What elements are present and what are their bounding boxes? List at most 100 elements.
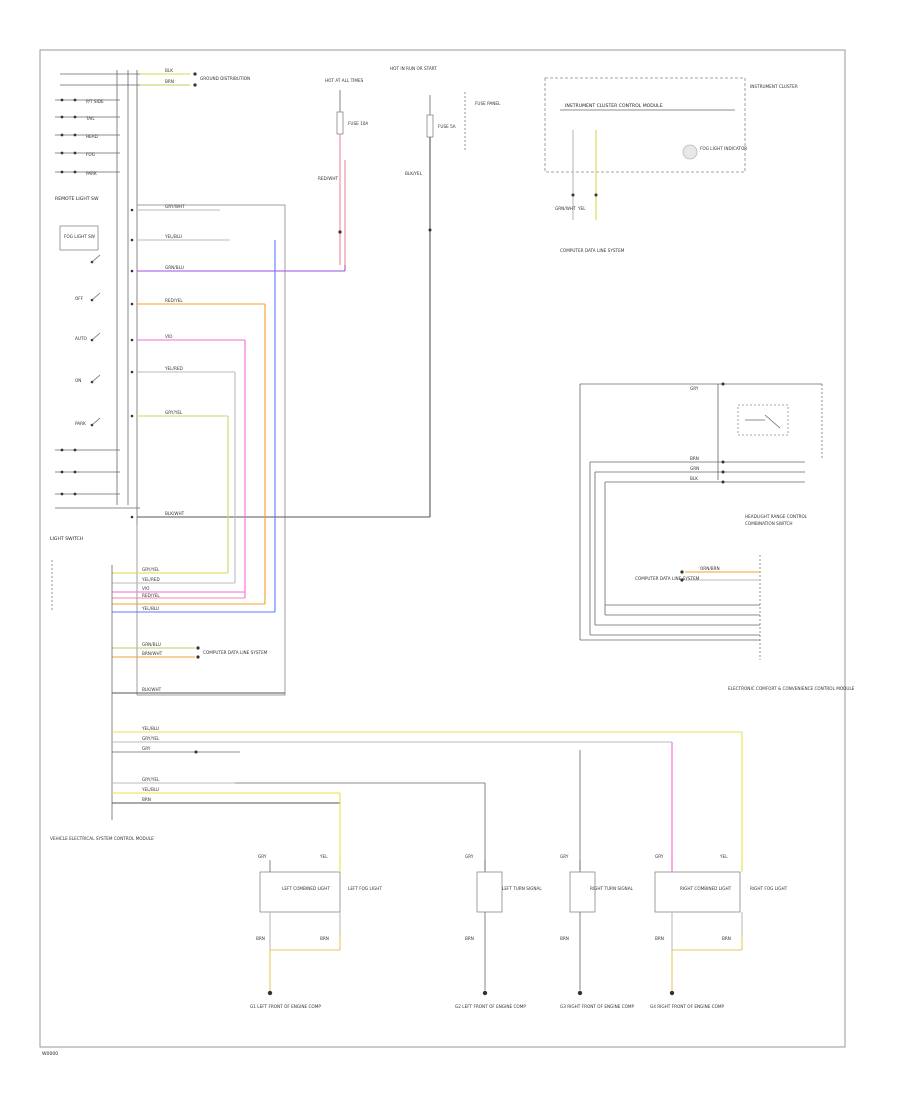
right-wire-2: GRN [690,466,699,471]
ground-icon-2 [482,990,488,996]
top-wire2-label: BRN [165,79,174,84]
lamp5-bot: BRN [655,936,664,941]
fuse1-title: HOT AT ALL TIMES [325,78,364,83]
ground-icon-3 [577,990,583,996]
right-data-wire: ORN/BRN [700,566,720,571]
right-module-title: HEADLIGHT RANGE CONTROL [745,514,808,519]
lower-connector-block: GRY/YEL YEL/RED VIO RED/YEL YEL/BLU GRN/… [111,565,285,820]
left-data-dest: COMPUTER DATA LINE SYSTEM [203,650,268,655]
switch-wire-label-3: GRN/BLU [165,265,184,270]
switch-row-label-6: OFF [75,296,84,301]
switch-row-label-8: ON [75,378,81,383]
fuse2-fuse: FUSE 5A [438,124,456,129]
vertical-colored-runs [227,240,276,612]
bottom-bus: YEL/BLU GRY/YEL GRY GRY/YEL YEL/BLU BRN … [50,726,743,870]
lower-conn-label-8: BLK/WHT [142,687,162,692]
cluster-bar: INSTRUMENT CLUSTER CONTROL MODULE [565,103,663,109]
lamp6-top: YEL [719,854,728,859]
switch-row-label-7: AUTO [75,336,87,341]
fuse1-wire: RED/WHT [318,176,338,181]
switch-connector-box [136,204,286,696]
fog-indicator-label: FOG LIGHT INDICATOR [700,146,747,151]
instrument-cluster: INSTRUMENT CLUSTER INSTRUMENT CLUSTER CO… [544,77,798,253]
lamp2-top: YEL [319,854,328,859]
switch-subtitle: REMOTE LIGHT SW [55,196,99,202]
cluster-wire1: GRN/WHT [555,206,576,211]
front-module-wire-2: YEL/BLU [141,787,159,792]
ground-icon-1 [267,990,273,996]
bus-wire-3: GRY [142,746,151,751]
top-wire-dest: GROUND DISTRIBUTION [200,76,250,81]
footer-code: W0000 [42,1051,58,1057]
fuse1-fuse: FUSE 10A [348,121,368,126]
light-switch-title: LIGHT SWITCH [50,536,83,542]
lamp5-label: RIGHT COMBINED LIGHT [680,886,732,891]
ground-icon-4 [669,990,675,996]
cluster-dest: COMPUTER DATA LINE SYSTEM [560,248,625,253]
fuse2-wire: BLK/YEL [405,171,423,176]
ground-label-2: G2 LEFT FRONT OF ENGINE COMP [455,1004,526,1009]
right-wire-1: BRN [690,456,699,461]
right-module-sub: COMBINATION SWITCH [745,521,793,526]
cluster-wire2: YEL [577,206,586,211]
switch-wire-label-4: RED/YEL [165,298,183,303]
fuse2-note: FUSE PANEL [475,101,501,106]
lower-conn-label-3: VIO [142,586,150,591]
switch-row-label-1: P/T SIDE [86,99,104,104]
lower-conn-label-4: RED/YEL [142,593,160,598]
fuse-block-1: HOT AT ALL TIMES FUSE 10A RED/WHT [318,78,368,271]
switch-row-label-5: PARK [86,171,97,176]
cluster-title: INSTRUMENT CLUSTER [750,84,798,89]
right-wire-3: BLK [690,476,698,481]
bus-wire-1: YEL/BLU [141,726,159,731]
lamp1-label: LEFT COMBINED LIGHT [282,886,330,891]
ground-label-1: G1 LEFT FRONT OF ENGINE COMP [250,1004,321,1009]
front-module-wire-1: GRY/YEL [142,777,160,782]
lower-conn-label-2: YEL/RED [141,577,160,582]
lamp3-top: GRY [465,854,474,859]
lamp3-label: LEFT TURN SIGNAL [502,886,542,891]
lamp4-label: RIGHT TURN SIGNAL [590,886,634,891]
lower-conn-label-1: GRY/YEL [142,567,160,572]
switch-wire-label-1: GRY/WHT [165,204,185,209]
lamp1-top: GRY [258,854,267,859]
switch-contacts: OFF AUTO ON PARK [75,254,101,427]
switch-wire-label-2: YEL/BLU [164,234,182,239]
lamp2-bot: BRN [320,936,329,941]
switch-row-label-4: FOG [86,152,95,157]
light-switch-group: BLK BRN GROUND DISTRIBUTION P/T SIDE TAI… [50,68,250,610]
front-module-wire-3: BRN [142,797,151,802]
switch-wire-label-8: BLK/WHT [165,511,185,516]
lamps: GRY YEL LEFT COMBINED LIGHT LEFT FOG LIG… [250,854,788,1009]
front-module-title: VEHICLE ELECTRICAL SYSTEM CONTROL MODULE [50,836,154,841]
lamp6-label: RIGHT FOG LIGHT [750,886,788,891]
switch-rows-upper: P/T SIDE TAIL HEAD FOG PARK [55,98,120,176]
diagram-frame [39,49,846,1048]
fuse-block-2: HOT IN RUN OR START FUSE PANEL FUSE 5A B… [390,66,501,517]
switch-row-label-2: TAIL [85,116,95,121]
lamp6-bot: BRN [722,936,731,941]
ground-label-4: G4 RIGHT FRONT OF ENGINE COMP [650,1004,725,1009]
fog-switch-label: FOG LIGHT SW [64,234,95,239]
switch-wire-label-7: GRY/YEL [165,410,183,415]
lamp3-bot: BRN [465,936,474,941]
top-wire1-label: BLK [165,68,173,73]
ground-label-3: G3 RIGHT FRONT OF ENGINE COMP [560,1004,635,1009]
switch-output-wires: GRY/WHT YEL/BLU GRN/BLU RED/YEL VIO YEL/… [130,204,430,519]
right-data-dest: COMPUTER DATA LINE SYSTEM [635,576,700,581]
switch-row-label-3: HEAD [86,134,98,139]
lamp4-top: GRY [560,854,569,859]
lamp1-bot: BRN [256,936,265,941]
fuse2-title: HOT IN RUN OR START [390,66,437,71]
switch-wire-label-6: YEL/RED [164,366,183,371]
lamp2-label: LEFT FOG LIGHT [348,886,382,891]
lamp4-bot: BRN [560,936,569,941]
bus-wire-2: GRY/YEL [142,736,160,741]
switch-row-label-9: PARK [75,421,86,426]
lower-conn-label-6: GRN/BLU [142,642,161,647]
fog-indicator-icon [682,144,698,160]
switch-wire-label-5: VIO [165,334,173,339]
headlight-range-module: BRN GRN BLK GRY HEADLIGHT RANGE CONTROL … [579,382,855,691]
lower-conn-label-5: YEL/BLU [141,606,159,611]
